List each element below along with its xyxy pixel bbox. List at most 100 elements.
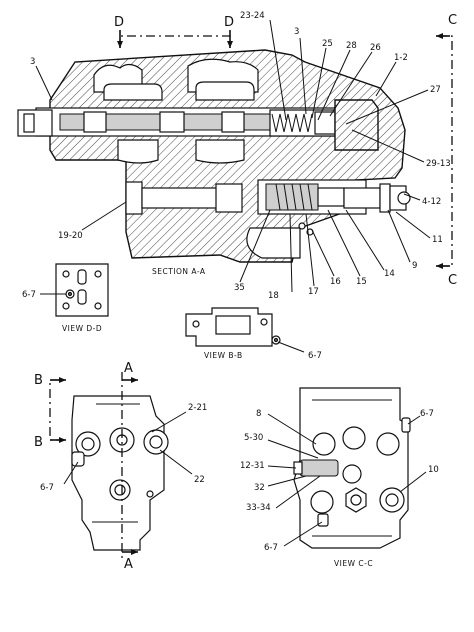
view-c-c-callout-12-31: 12-31 xyxy=(240,461,265,471)
spool-end-cap xyxy=(17,109,53,137)
end-view-port-left-inner xyxy=(81,437,95,451)
view-b-b-boss xyxy=(215,315,251,335)
view-b-b-callout-6-7: 6-7 xyxy=(308,351,322,361)
chamber-2 xyxy=(195,81,255,101)
callout-25: 25 xyxy=(322,39,333,49)
view-c-c-inner-outline xyxy=(312,399,392,537)
lower-rod-end xyxy=(215,183,243,213)
view-c-c-callout-8: 8 xyxy=(256,409,261,419)
view-b-b: 6-7 VIEW B-B xyxy=(185,307,322,361)
end-view-inner-outline xyxy=(92,403,140,523)
callout-16: 16 xyxy=(330,277,341,287)
callout-9: 9 xyxy=(412,261,417,271)
cut-label-c-top: C xyxy=(448,13,457,28)
end-view-port-right-inner xyxy=(149,435,163,449)
view-c-c-caption: VIEW C-C xyxy=(334,559,373,568)
view-c-c-leader-6-7-bottom xyxy=(283,521,323,547)
section-a-a: D D C C 2 xyxy=(17,11,457,301)
callout-17: 17 xyxy=(308,287,319,297)
view-c-c-callout-33-34: 33-34 xyxy=(246,503,271,513)
end-view-callout-22: 22 xyxy=(194,475,205,485)
view-c-c-callout-5-30: 5-30 xyxy=(244,433,263,443)
view-d-d-hole-1 xyxy=(62,270,70,278)
view-c-c: 8 5-30 12-31 32 33-34 6-7 10 6-7 VIEW C-… xyxy=(240,387,439,568)
end-view-callout-2-21: 2-21 xyxy=(188,403,207,413)
callout-15: 15 xyxy=(356,277,367,287)
spring-retainer xyxy=(314,111,336,135)
view-c-c-leader-8 xyxy=(267,413,317,445)
view-b-b-hole-right xyxy=(260,318,268,326)
adjuster-body xyxy=(343,187,381,209)
right-end-cap xyxy=(334,99,379,151)
view-c-c-leader-6-7-top xyxy=(407,415,421,425)
view-d-d-hole-2 xyxy=(94,270,102,278)
callout-19-20: 19-20 xyxy=(58,231,83,241)
chamber-4 xyxy=(195,139,245,164)
view-c-c-leader-33-34 xyxy=(275,475,321,509)
view-c-c-callout-6-7-bottom: 6-7 xyxy=(264,543,278,553)
spool-end-plug xyxy=(23,113,35,133)
callout-14: 14 xyxy=(384,269,395,279)
callout-11: 11 xyxy=(432,235,443,245)
chamber-1 xyxy=(103,83,163,101)
callout-4-12: 4-12 xyxy=(422,197,441,207)
cut-line-d xyxy=(119,35,231,48)
end-view-mount-hole xyxy=(146,490,154,498)
lower-plug-body xyxy=(125,181,143,215)
section-a-a-leaders xyxy=(35,19,431,293)
relief-seat xyxy=(317,187,345,207)
view-c-c-port-5 xyxy=(310,490,334,514)
end-view: A A B B 2-21 22 6-7 xyxy=(34,361,207,572)
view-c-c-side-plug-bottom xyxy=(317,513,329,527)
view-c-c-side-plug-top xyxy=(401,417,411,433)
callout-28: 28 xyxy=(346,41,357,51)
view-c-c-leader-12-31 xyxy=(267,465,297,469)
chamber-3 xyxy=(117,139,159,164)
view-d-d-hole-3 xyxy=(62,302,70,310)
view-d-d-port-plug xyxy=(67,291,73,297)
spool-spring xyxy=(271,113,313,133)
view-d-d-hole-4 xyxy=(94,302,102,310)
view-b-b-leader xyxy=(277,341,305,353)
callout-29-13: 29-13 xyxy=(426,159,451,169)
view-b-b-hole-left xyxy=(192,320,200,328)
view-d-d-caption: VIEW D-D xyxy=(62,324,102,333)
view-c-c-fitting xyxy=(299,459,339,477)
view-c-c-leader-32 xyxy=(267,475,307,487)
view-d-d-slot-2 xyxy=(77,289,87,305)
view-c-c-port-2 xyxy=(342,426,366,450)
callout-35: 35 xyxy=(234,283,245,293)
cut-label-a-top: A xyxy=(124,361,133,376)
cut-label-a-bottom: A xyxy=(124,557,133,572)
view-b-b-port-plug xyxy=(273,337,279,343)
spool-land-3 xyxy=(221,111,245,133)
view-c-c-leader-5-30 xyxy=(267,439,319,459)
spool-land-1 xyxy=(83,111,107,133)
callout-27: 27 xyxy=(430,85,441,95)
view-c-c-hex-center xyxy=(350,494,362,506)
cut-label-b-bottom: B xyxy=(34,435,43,450)
view-c-c-port-3 xyxy=(376,432,400,456)
view-b-b-caption: VIEW B-B xyxy=(204,351,243,360)
view-c-c-leader-10 xyxy=(399,471,427,493)
callout-3-left: 3 xyxy=(30,57,35,67)
cut-line-b xyxy=(49,379,60,441)
adjuster-screw-head xyxy=(397,191,411,205)
cut-label-b-top: B xyxy=(34,373,43,388)
view-d-d-slot-1 xyxy=(77,269,87,285)
section-a-a-caption: SECTION A-A xyxy=(152,267,206,276)
end-view-port-bottom-inner xyxy=(114,484,126,496)
end-view-body xyxy=(71,395,165,551)
lower-port-bore xyxy=(246,227,301,259)
end-view-leader-6-7 xyxy=(63,461,79,485)
adjuster-locknut xyxy=(379,183,391,213)
callout-3-top: 3 xyxy=(294,27,299,37)
seal-ring-top xyxy=(298,222,306,230)
end-view-leader-22 xyxy=(159,449,193,475)
cut-label-d-left: D xyxy=(114,15,124,30)
relief-poppet xyxy=(265,183,319,211)
end-view-callout-6-7: 6-7 xyxy=(40,483,54,493)
cut-label-c-bottom: C xyxy=(448,273,457,288)
view-d-d: 6-7 VIEW D-D xyxy=(22,263,109,333)
